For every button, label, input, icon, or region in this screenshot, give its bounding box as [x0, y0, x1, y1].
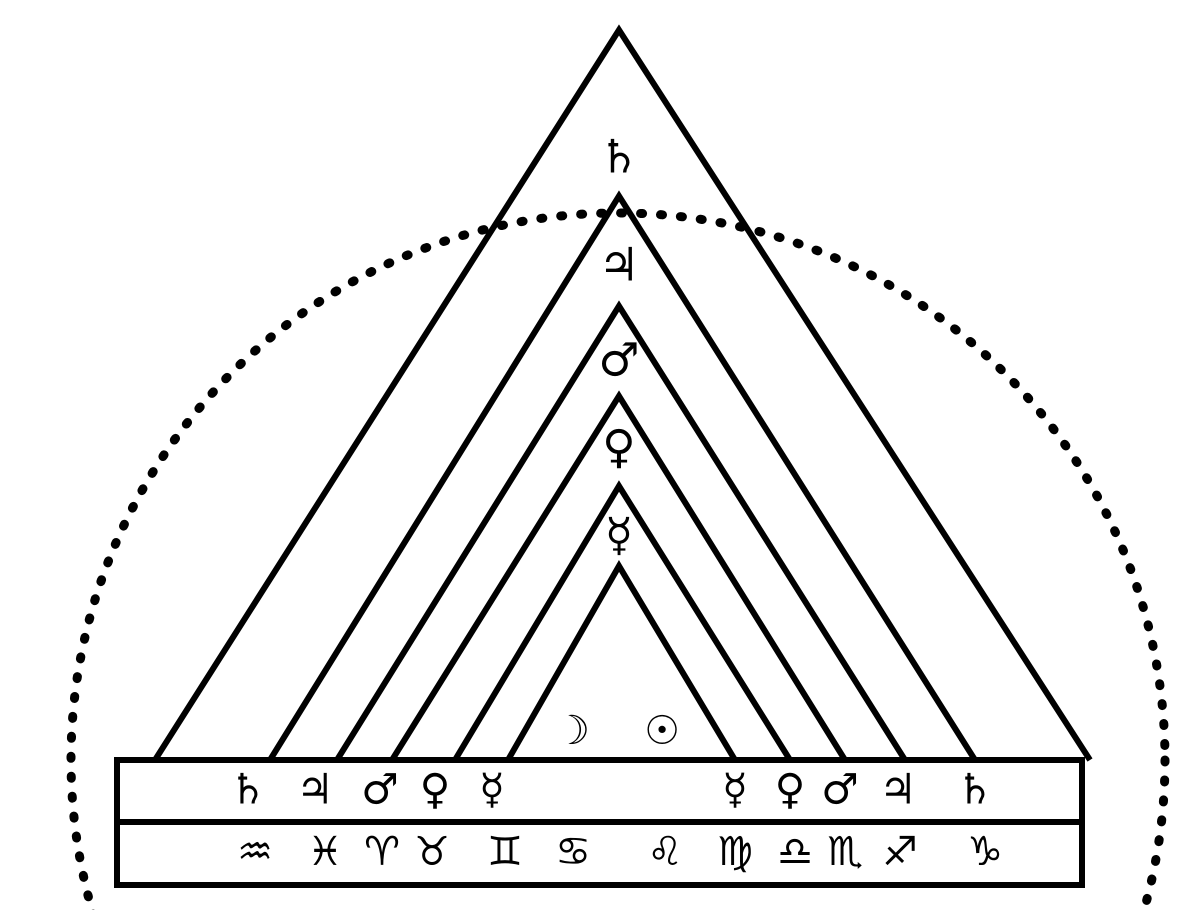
zodiac-glyph-cancer: ♋	[555, 829, 591, 875]
triangle-mercury: ☿	[452, 480, 793, 762]
zodiac-glyph-virgo: ♍	[717, 829, 753, 875]
zodiac-glyph-capricorn: ♑	[967, 829, 1003, 875]
dotted-circle	[66, 208, 1170, 910]
planet-glyph-mercury-4: ☿	[479, 765, 505, 814]
zodiac-glyph-libra: ♎	[777, 829, 813, 875]
triangle-symbol-jupiter: ♃	[598, 238, 639, 292]
triangle-symbol-saturn: ♄	[598, 130, 639, 184]
triangle-jupiter: ♃	[267, 190, 978, 762]
planet-glyph-saturn-9: ♄	[956, 765, 994, 814]
planet-glyph-jupiter-8: ♃	[879, 765, 917, 814]
triangle-outline-mercury	[452, 480, 793, 762]
triangle-outline-venus	[389, 390, 848, 762]
triangle-mars: ♂	[334, 300, 908, 762]
planetary-register: ♄ ♃ ♂ ♀ ☿ ☿ ♀ ♂ ♃ ♄	[229, 765, 994, 814]
zodiac-glyph-taurus: ♉	[414, 829, 450, 875]
zodiac-glyph-scorpio: ♏	[827, 829, 863, 875]
planet-glyph-venus-6: ♀	[775, 765, 806, 814]
triangle-outline-jupiter	[267, 190, 978, 762]
triangle-symbol-venus: ♀	[602, 420, 636, 474]
planet-glyph-jupiter-1: ♃	[296, 765, 334, 814]
luminaries-group: ☽☉	[554, 708, 680, 754]
triangle-venus: ♀	[389, 390, 848, 762]
zodiacal-register: ♒ ♓ ♈ ♉ ♊ ♋ ♌ ♍ ♎ ♏ ♐ ♑	[237, 829, 1003, 875]
base-panel	[114, 757, 1085, 888]
triangle-saturn: ♄	[152, 24, 1093, 762]
zodiac-glyph-aries: ♈	[364, 829, 400, 875]
triangle-outline-saturn	[152, 24, 1093, 762]
zodiac-glyph-pisces: ♓	[307, 829, 343, 875]
triangle-symbol-mercury: ☿	[605, 508, 633, 562]
triangle-outline-luminaries	[505, 560, 738, 762]
zodiac-glyph-gemini: ♊	[487, 829, 523, 875]
triangle-symbol-mars: ♂	[598, 333, 639, 387]
planet-glyph-saturn-0: ♄	[229, 765, 267, 814]
planet-glyph-venus-3: ♀	[420, 765, 451, 814]
zodiac-glyph-sagittarius: ♐	[882, 829, 918, 875]
dotted-circle-group	[66, 208, 1170, 910]
zodiac-glyph-leo: ♌	[647, 829, 683, 875]
planet-glyph-mars-2: ♂	[361, 765, 399, 814]
luminary-moon-icon: ☽	[554, 708, 590, 754]
luminary-sun-icon: ☉	[644, 708, 680, 754]
planet-glyph-mercury-5: ☿	[722, 765, 748, 814]
triangle-luminaries	[505, 560, 738, 762]
nested-triangles-group: ♄ ♃ ♂ ♀ ☿	[152, 24, 1093, 762]
triangle-outline-mars	[334, 300, 908, 762]
zodiac-glyph-aquarius: ♒	[237, 829, 273, 875]
planet-glyph-mars-7: ♂	[821, 765, 859, 814]
